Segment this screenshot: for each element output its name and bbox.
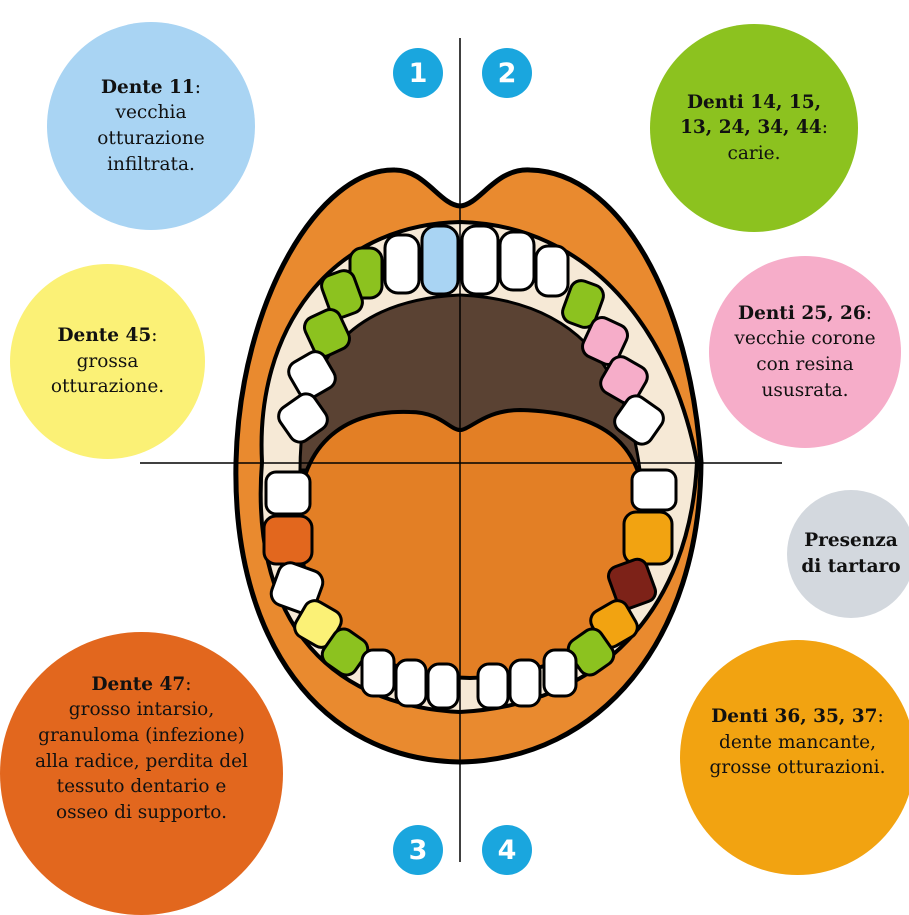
- note-title: Denti 25, 26: [738, 303, 866, 324]
- note-title: Dente 45: [58, 325, 152, 346]
- note-dente-11: Dente 11: vecchia otturazione infiltrata…: [47, 22, 255, 230]
- note-title: Dente 11: [101, 77, 195, 98]
- quadrant-badge-1: 1: [393, 48, 443, 98]
- quadrant-badge-2: 2: [482, 48, 532, 98]
- note-denti-25-26: Denti 25, 26: vecchie corone con resina …: [709, 256, 901, 448]
- note-text: grossa otturazione.: [51, 351, 164, 398]
- note-text: vecchia otturazione infiltrata.: [97, 102, 204, 174]
- note-title: Dente 47: [92, 674, 186, 695]
- tooth-11: [422, 226, 458, 294]
- note-denti-14-15-13-24-34-44: Denti 14, 15, 13, 24, 34, 44: carie.: [650, 24, 858, 232]
- quadrant-badge-4: 4: [482, 825, 532, 875]
- note-denti-36-35-37: Denti 36, 35, 37: dente mancante, grosse…: [680, 640, 909, 875]
- note-title: Presenza di tartaro: [801, 530, 900, 577]
- note-title: Denti 36, 35, 37: [711, 706, 877, 727]
- note-text: vecchie corone con resina ususrata.: [734, 328, 875, 400]
- note-text: grosso intarsio, granuloma (infezione) a…: [35, 699, 248, 822]
- note-tartaro: Presenza di tartaro: [787, 490, 909, 618]
- note-text: dente mancante, grosse otturazioni.: [710, 732, 886, 779]
- quadrant-badge-3: 3: [393, 825, 443, 875]
- note-text: carie.: [728, 143, 781, 164]
- tooth-47: [264, 516, 312, 564]
- note-title: Denti 14, 15, 13, 24, 34, 44: [680, 92, 822, 139]
- note-dente-45: Dente 45: grossa otturazione.: [10, 264, 205, 459]
- note-dente-47: Dente 47: grosso intarsio, granuloma (in…: [0, 632, 283, 915]
